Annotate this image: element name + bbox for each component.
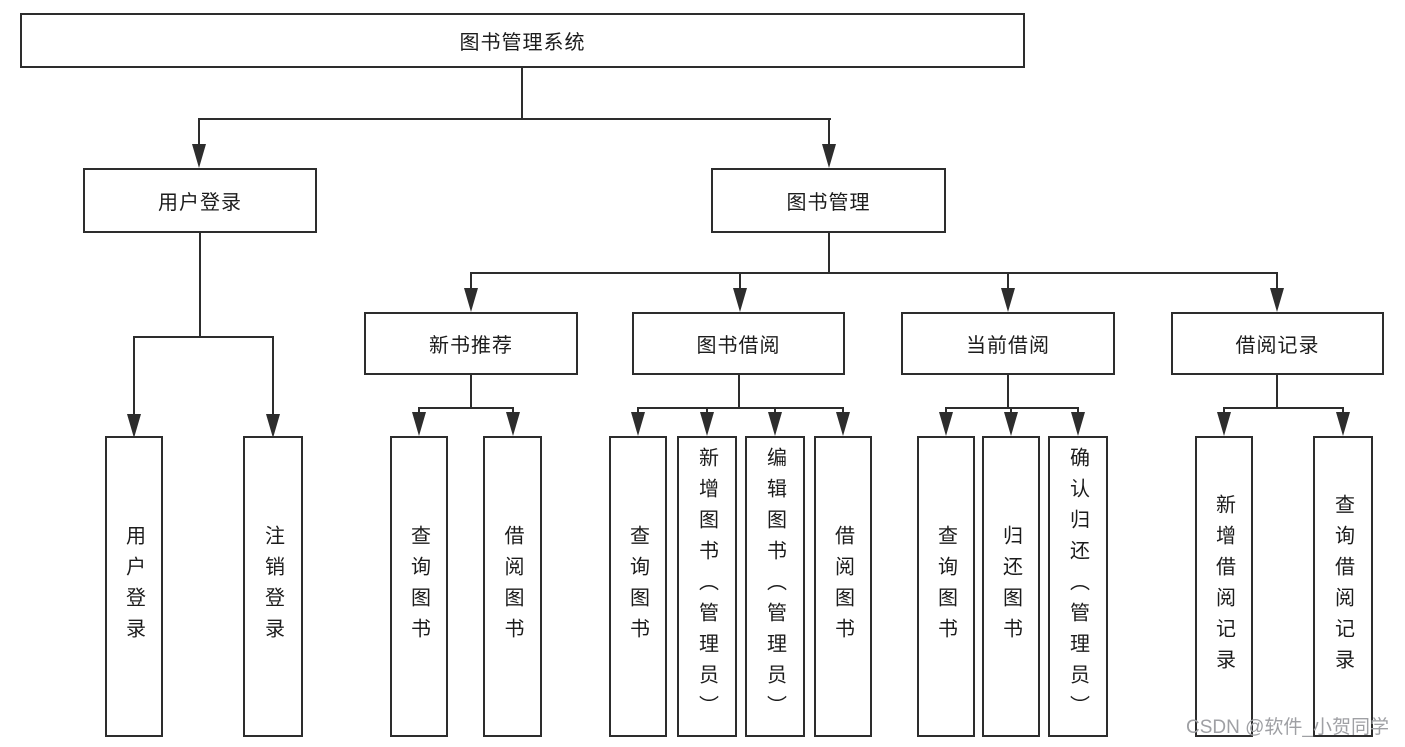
arrow-down-icon	[464, 288, 478, 312]
node-current-borrowing: 当前借阅	[901, 312, 1115, 375]
node-label: 用户登录	[158, 192, 242, 214]
arrow-down-icon	[1270, 288, 1284, 312]
node-edit-book-admin: 编辑图书（管理员）	[745, 436, 805, 737]
node-label: 新书推荐	[429, 335, 513, 357]
node-user-login-group: 用户登录	[83, 168, 317, 233]
arrow-down-icon	[127, 414, 141, 438]
node-label: 图书管理系统	[459, 32, 586, 54]
node-confirm-return-admin: 确认归还（管理员）	[1048, 436, 1108, 737]
node-library-management-system: 图书管理系统	[20, 13, 1025, 68]
node-label: 新增借阅记录	[1212, 493, 1235, 680]
arrow-down-icon	[1217, 412, 1231, 436]
connector-level3-horizontal	[470, 272, 1278, 274]
arrow-down-icon	[700, 412, 714, 436]
connector-current-borrow-stub	[1007, 375, 1009, 409]
connector-leaf-drop	[945, 407, 947, 415]
node-borrow-books-recommend: 借阅图书	[483, 436, 542, 737]
connector-borrow-records-stub	[1276, 375, 1278, 409]
connector-book-borrow-stub	[738, 375, 740, 409]
node-query-books-borrowing: 查询图书	[609, 436, 667, 737]
connector-new-book-stub	[470, 375, 472, 409]
arrow-down-icon	[1001, 288, 1015, 312]
connector-new-book-leaves-horizontal	[418, 407, 514, 409]
node-query-books-current: 查询图书	[917, 436, 975, 737]
connector-leaf-drop	[1223, 407, 1225, 415]
node-add-book-admin: 新增图书（管理员）	[677, 436, 737, 737]
node-label: 确认归还（管理员）	[1066, 447, 1089, 726]
connector-user-login-stub	[199, 233, 201, 338]
node-label: 图书管理	[786, 192, 871, 214]
connector-book-borrow-drop	[739, 272, 741, 290]
connector-user-login-horizontal	[133, 336, 274, 338]
node-add-borrow-record: 新增借阅记录	[1195, 436, 1253, 737]
node-logout: 注销登录	[243, 436, 303, 737]
node-label: 图书借阅	[696, 335, 781, 357]
node-label: 当前借阅	[966, 335, 1050, 357]
arrow-down-icon	[631, 412, 645, 436]
connector-login-leaf-drop	[133, 336, 135, 414]
connector-current-borrow-drop	[1007, 272, 1009, 290]
node-book-borrowing: 图书借阅	[632, 312, 845, 375]
node-borrow-books-borrowing: 借阅图书	[814, 436, 872, 737]
connector-leaf-drop	[512, 407, 514, 415]
connector-book-mgmt-drop	[828, 118, 830, 148]
node-borrowing-records: 借阅记录	[1171, 312, 1384, 375]
node-label: 用户登录	[122, 524, 145, 649]
arrow-down-icon	[1336, 412, 1350, 436]
node-label: 借阅图书	[501, 524, 523, 649]
connector-leaf-drop	[842, 407, 844, 415]
connector-leaf-drop	[1010, 407, 1012, 415]
node-query-books-recommend: 查询图书	[390, 436, 448, 737]
connector-borrow-records-drop	[1276, 272, 1278, 290]
arrow-down-icon	[506, 412, 520, 436]
arrow-down-icon	[768, 412, 782, 436]
connector-root-stub	[521, 67, 523, 120]
arrow-down-icon	[266, 414, 280, 438]
connector-new-book-drop	[470, 272, 472, 290]
node-label: 查询借阅记录	[1331, 493, 1354, 680]
node-new-book-recommendation: 新书推荐	[364, 312, 578, 375]
arrow-down-icon	[412, 412, 426, 436]
connector-leaf-drop	[1342, 407, 1344, 415]
node-label: 查询图书	[407, 524, 430, 649]
arrow-down-icon	[1004, 412, 1018, 436]
connector-user-login-drop	[198, 118, 200, 148]
node-label: 借阅记录	[1235, 335, 1320, 357]
connector-current-borrow-leaves-horizontal	[945, 407, 1079, 409]
watermark: CSDN @软件_小贺同学	[1186, 717, 1389, 738]
arrow-down-icon	[1071, 412, 1085, 436]
connector-borrow-records-leaves-horizontal	[1223, 407, 1344, 409]
connector-leaf-drop	[706, 407, 708, 415]
node-label: 查询图书	[934, 524, 957, 649]
arrow-down-icon	[822, 144, 836, 168]
node-return-books: 归还图书	[982, 436, 1040, 737]
connector-book-mgmt-stub	[828, 233, 830, 274]
connector-leaf-drop	[774, 407, 776, 415]
connector-logout-leaf-drop	[272, 336, 274, 414]
node-label: 新增图书（管理员）	[695, 447, 718, 726]
node-label: 借阅图书	[831, 524, 854, 649]
connector-leaf-drop	[1077, 407, 1079, 415]
connector-book-borrow-leaves-horizontal	[637, 407, 843, 409]
connector-leaf-drop	[418, 407, 420, 415]
connector-leaf-drop	[637, 407, 639, 415]
node-label: 注销登录	[261, 524, 284, 649]
node-book-management: 图书管理	[711, 168, 946, 233]
node-label: 编辑图书（管理员）	[763, 447, 786, 726]
connector-level2-horizontal	[198, 118, 831, 120]
node-label: 归还图书	[999, 524, 1022, 649]
node-query-borrow-record: 查询借阅记录	[1313, 436, 1373, 737]
node-label: 查询图书	[626, 524, 649, 649]
node-user-login-leaf: 用户登录	[105, 436, 163, 737]
arrow-down-icon	[939, 412, 953, 436]
arrow-down-icon	[733, 288, 747, 312]
arrow-down-icon	[836, 412, 850, 436]
arrow-down-icon	[192, 144, 206, 168]
